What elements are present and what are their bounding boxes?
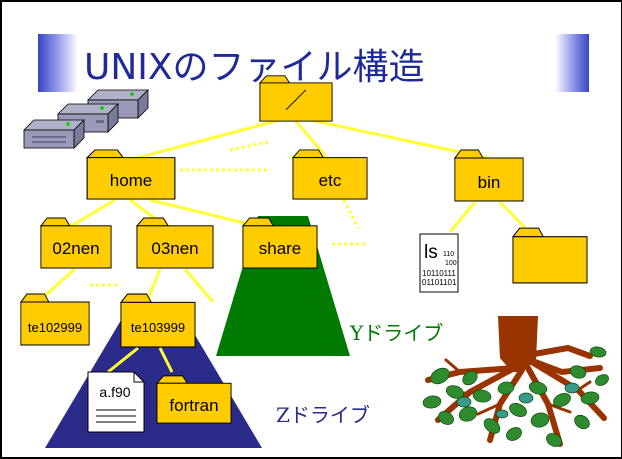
folder-share-label: share bbox=[259, 239, 302, 258]
folder-te102999-label: te102999 bbox=[28, 320, 82, 335]
folder-root-label: ／ bbox=[285, 88, 307, 113]
folder-te103999-label: te103999 bbox=[131, 320, 185, 335]
file-ls-bits-3: 10110111 bbox=[422, 269, 456, 278]
file-source-label: a.f90 bbox=[99, 384, 130, 400]
file-source-icon[interactable]: a.f90 bbox=[87, 371, 145, 433]
folder-fortran[interactable]: fortran bbox=[156, 375, 232, 424]
tree-roots-illustration bbox=[422, 316, 609, 447]
server-stack-icon bbox=[23, 89, 149, 149]
z-drive-label: Zドライブ bbox=[276, 403, 370, 427]
folder-home-label: home bbox=[110, 171, 153, 190]
folder-te102999[interactable]: te102999 bbox=[20, 293, 90, 346]
file-ls-bits-4: 01101101 bbox=[422, 278, 457, 287]
folder-etc[interactable]: etc bbox=[292, 149, 368, 200]
folder-te103999[interactable]: te103999 bbox=[120, 293, 196, 348]
file-ls-label: ls bbox=[424, 242, 438, 263]
folder-home[interactable]: home bbox=[86, 149, 176, 200]
folder-empty[interactable] bbox=[512, 227, 588, 284]
folder-bin-label: bin bbox=[478, 173, 501, 192]
slide-title: UNIXのファイル構造 bbox=[84, 47, 425, 88]
ellipsis-connectors bbox=[90, 140, 366, 287]
folder-02nen[interactable]: 02nen bbox=[40, 217, 112, 269]
title-gradient-right bbox=[555, 34, 589, 92]
file-ls-bits-2: 100 bbox=[445, 260, 457, 267]
folder-02nen-label: 02nen bbox=[52, 239, 99, 258]
folder-etc-label: etc bbox=[319, 171, 342, 190]
folder-fortran-label: fortran bbox=[169, 396, 218, 415]
title-gradient-left bbox=[38, 34, 78, 92]
folder-root[interactable]: ／ bbox=[259, 75, 333, 122]
folder-03nen-label: 03nen bbox=[151, 239, 198, 258]
folder-03nen[interactable]: 03nen bbox=[136, 217, 214, 269]
folder-bin[interactable]: bin bbox=[454, 149, 524, 202]
file-ls-icon[interactable]: ls 110 100 10110111 01101101 bbox=[419, 233, 459, 293]
file-ls-bits-1: 110 bbox=[443, 251, 454, 258]
folder-share[interactable]: share bbox=[242, 217, 318, 269]
y-drive-label: Yドライブ bbox=[349, 321, 443, 345]
